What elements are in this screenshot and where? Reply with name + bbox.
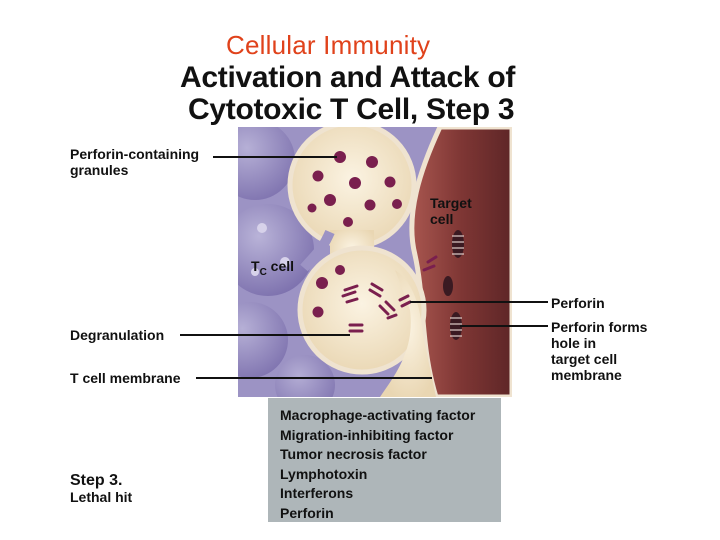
label-step: Step 3. Lethal hit (70, 472, 133, 505)
secreted-factors-box: Macrophage-activating factor Migration-i… (268, 398, 501, 522)
perforin-pores (443, 230, 464, 340)
label-perforin-granules: Perforin-containing granules (70, 146, 200, 178)
granule (335, 265, 345, 275)
title-line-1: Activation and Attack of (180, 61, 516, 94)
leader-lines (180, 156, 548, 379)
granule (366, 156, 378, 168)
vesicle (251, 268, 259, 276)
granule (392, 199, 402, 209)
micrograph-panel (238, 127, 512, 397)
pore-striations (450, 235, 464, 337)
tc-cell-body (297, 245, 427, 375)
title-line-2: Cytotoxic T Cell, Step 3 (188, 93, 515, 126)
perforin-pore (452, 230, 464, 258)
granule (384, 176, 396, 188)
granule (324, 194, 336, 206)
label-perforin-hole: Perforin forms hole in target cell membr… (551, 319, 648, 383)
factor-item: Tumor necrosis factor (280, 446, 427, 462)
factor-item: Perforin (280, 504, 334, 521)
label-t-cell-membrane: T cell membrane (70, 370, 181, 386)
granule (349, 177, 361, 189)
vesicle (257, 223, 267, 233)
granule (364, 199, 376, 211)
granule (316, 277, 328, 289)
perforin-clusters (341, 255, 438, 333)
granule (307, 203, 317, 213)
tc-cell-constriction (300, 229, 335, 272)
granule (343, 217, 353, 227)
label-degranulation: Degranulation (70, 327, 165, 343)
granule (312, 170, 324, 182)
label-perforin: Perforin (551, 295, 605, 311)
tc-cell-contact (380, 270, 436, 397)
label-tc-cell: TC cell (251, 258, 295, 278)
label-target-cell: Target cell (430, 195, 472, 227)
vesicle (280, 257, 290, 267)
background-cell (238, 127, 295, 200)
page-title: Activation and Attack of Cytotoxic T Cel… (180, 62, 640, 126)
subtitle: Cellular Immunity (226, 30, 431, 60)
factor-item: Macrophage-activating factor (280, 407, 476, 423)
background-cell (275, 355, 335, 397)
factor-item: Lymphotoxin (280, 465, 368, 482)
factor-item: Interferons (280, 485, 354, 501)
perforin-pore (450, 312, 462, 340)
background-cell (238, 302, 288, 378)
factor-item: Migration-inhibiting factor (280, 426, 454, 443)
perforin-granules (307, 151, 402, 318)
perforin-pore (443, 276, 453, 296)
granule (334, 151, 346, 163)
granule (312, 306, 324, 318)
